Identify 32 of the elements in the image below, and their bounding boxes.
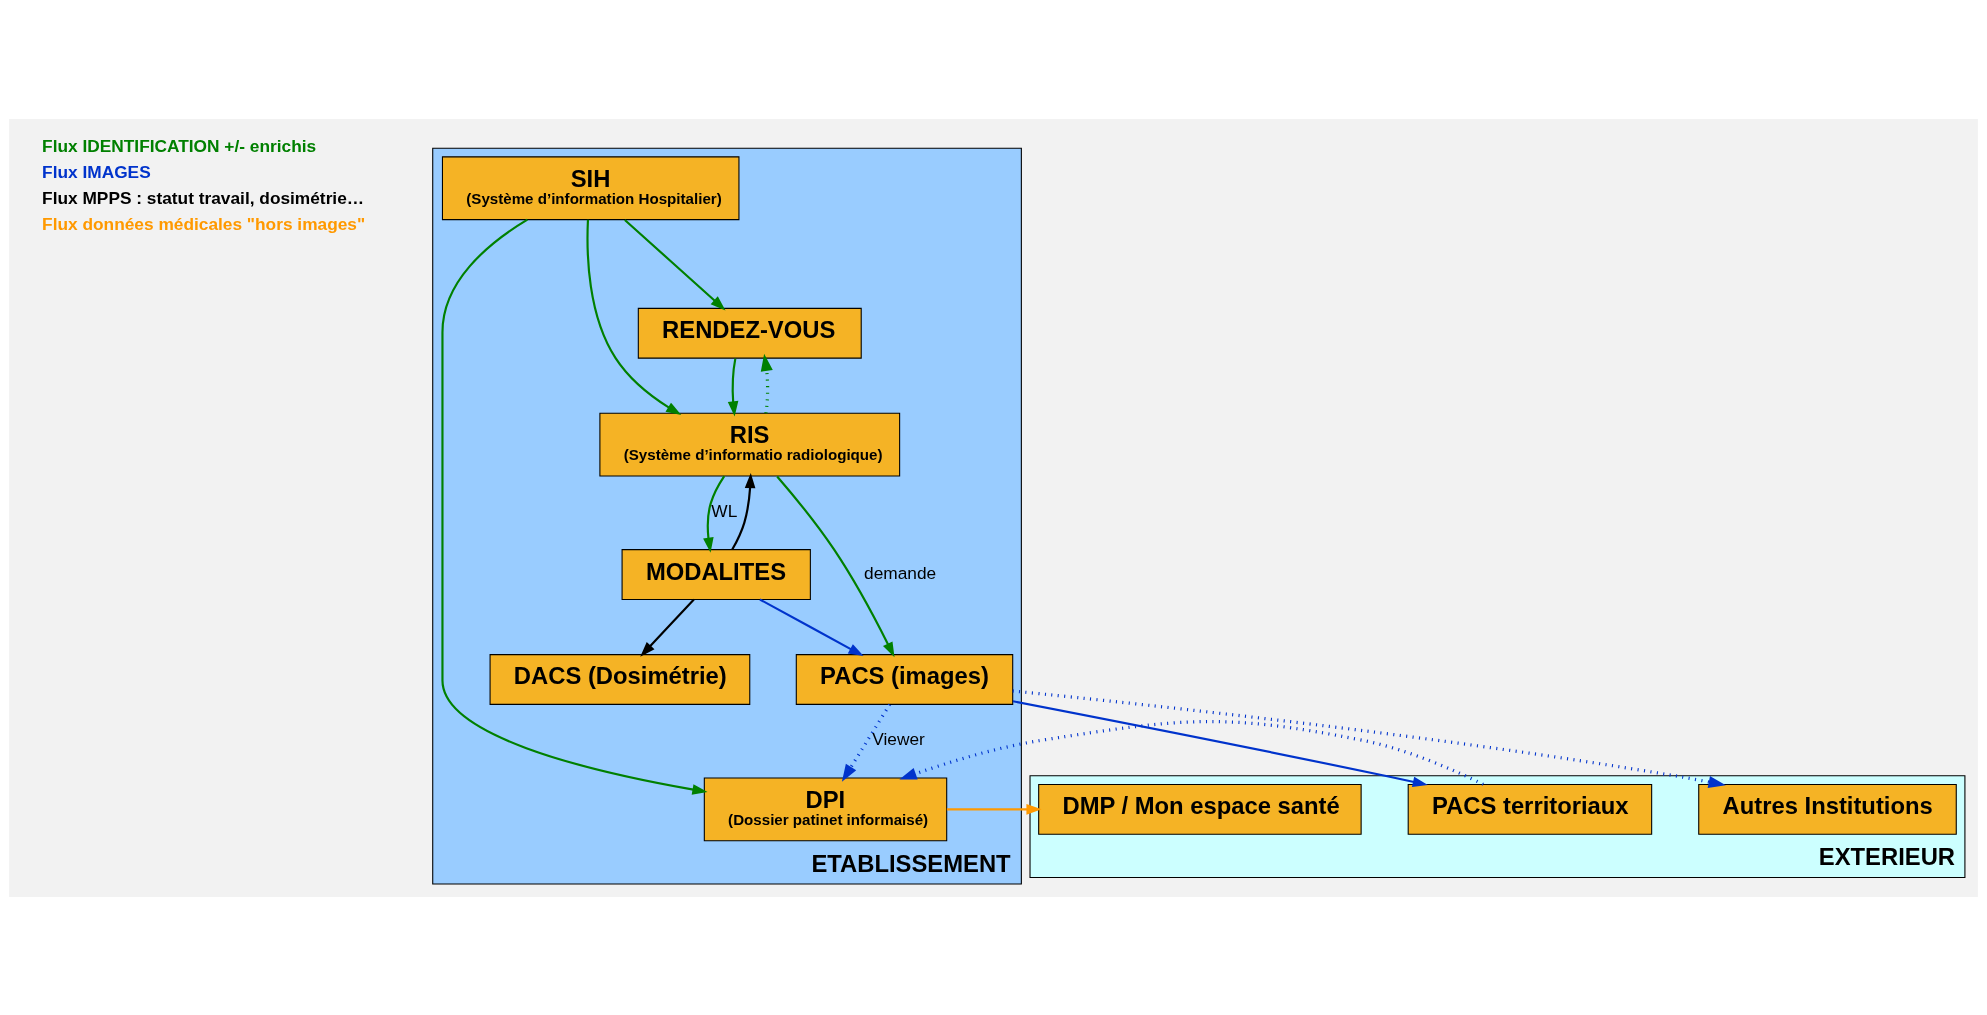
node-box: DACS (Dosimétrie) (489, 653, 751, 705)
arrow (760, 353, 773, 413)
arrow (946, 803, 1042, 815)
arrow (624, 218, 726, 310)
arrow (586, 219, 682, 415)
legend-label: Flux MPPS : statut travail, dosimétrie… (42, 187, 365, 208)
arrow (1012, 688, 1726, 788)
edge-label: demande (864, 562, 937, 583)
arrow (731, 472, 756, 550)
arrow (776, 475, 895, 657)
node-box: RIS (Système d’informatio radiologique) (599, 412, 901, 477)
node-box: PACS (images) (795, 653, 1014, 705)
node-box: PACS territoriaux (1407, 783, 1653, 835)
arrow (841, 703, 892, 782)
arrow (727, 357, 739, 416)
node-box: DMP / Mon espace santé (1038, 783, 1362, 835)
arrow (703, 475, 726, 553)
legend-label: Flux données médicales "hors images" (42, 213, 366, 234)
arrow (441, 218, 708, 795)
node-box: MODALITES (621, 548, 811, 600)
edge-label: Viewer (872, 728, 925, 749)
arrow (1012, 699, 1428, 787)
node-box: RENDEZ-VOUS (637, 307, 862, 359)
node-box: DPI (Dossier patinet informaisé) (703, 776, 948, 841)
legend-label: Flux IMAGES (42, 161, 151, 182)
arrow (759, 598, 864, 656)
legend-label: Flux IDENTIFICATION +/- enrichis (42, 135, 317, 156)
arrow (640, 598, 695, 657)
node-box: Autres Institutions (1698, 783, 1957, 835)
node-box: SIH (Système d’information Hospitalier) (441, 155, 740, 220)
arrow (899, 719, 1484, 786)
edge-label: WL (711, 500, 738, 521)
